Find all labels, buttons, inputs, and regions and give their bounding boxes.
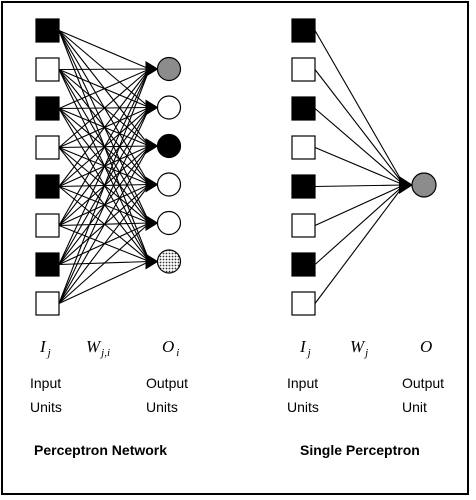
network-input-unit: [35, 18, 60, 43]
network-weight-edge: [58, 68, 150, 148]
single-input-unit: [291, 57, 316, 82]
network-weight-edge: [58, 222, 150, 304]
single-input-unit: [291, 291, 316, 316]
single-perceptron-graph: [291, 18, 437, 316]
network-arrowhead: [145, 138, 159, 154]
network-output-units: [145, 56, 182, 274]
single-weight-edge: [314, 30, 405, 186]
network-output-unit: [156, 210, 182, 236]
single-output-label-line2: Unit: [402, 399, 427, 415]
single-weight-edge: [314, 69, 405, 186]
single-weight-edge: [314, 146, 405, 186]
single-input-unit: [291, 252, 316, 277]
network-caption: Perceptron Network: [34, 442, 167, 458]
network-input-unit: [35, 96, 60, 121]
network-input-unit: [35, 213, 60, 238]
network-output-unit: [156, 249, 182, 274]
network-weight-edge: [58, 68, 150, 226]
network-weight-edge: [58, 68, 150, 71]
network-output-label-line1: Output: [146, 375, 188, 391]
network-output-label-line2: Units: [146, 399, 178, 415]
network-input-unit: [35, 174, 60, 199]
network-input-label-line2: Units: [30, 399, 62, 415]
single-output-label-line1: Output: [402, 375, 444, 391]
single-weight-edge: [314, 184, 405, 188]
network-weight-edge: [58, 68, 150, 265]
network-input-unit: [35, 291, 60, 316]
single-weight-edge: [314, 184, 405, 304]
network-weight-edge: [58, 261, 150, 304]
single-weight-symbol: Wj: [350, 337, 368, 359]
single-input-unit: [291, 213, 316, 238]
network-weight-edge: [58, 184, 150, 304]
single-input-unit: [291, 18, 316, 43]
network-arrowhead: [145, 253, 159, 270]
network-weight-edge: [58, 68, 150, 110]
network-arrowhead: [145, 215, 159, 231]
network-arrowhead: [145, 61, 159, 77]
single-input-unit: [291, 135, 316, 160]
network-weight-edge: [58, 29, 150, 70]
network-weight-edge: [58, 107, 150, 304]
single-weight-edge: [314, 108, 405, 186]
network-weight-edge: [58, 68, 151, 304]
network-input-unit: [35, 135, 60, 160]
network-arrowhead: [145, 176, 159, 193]
single-weight-edges: [314, 30, 405, 304]
single-input-unit: [291, 96, 316, 121]
network-output-unit: [156, 56, 182, 82]
network-output-unit: [156, 133, 182, 159]
single-input-label-line1: Input: [287, 375, 318, 391]
network-input-unit: [35, 252, 60, 277]
network-input-units: [35, 18, 60, 316]
diagram-frame: [1, 1, 469, 495]
network-input-label-line1: Input: [30, 375, 61, 391]
single-weight-edge: [314, 184, 405, 227]
single-output-symbol: O: [420, 337, 432, 356]
single-input-units: [291, 18, 316, 316]
network-arrowhead: [145, 99, 159, 116]
single-output-circle: [411, 172, 437, 198]
network-weight-symbol: Wj,i: [86, 337, 110, 359]
single-input-unit: [291, 174, 316, 199]
perceptron-network-graph: [35, 18, 182, 316]
network-output-unit: [156, 172, 182, 197]
single-output-unit: [399, 172, 437, 198]
single-input-label-line2: Units: [287, 399, 319, 415]
network-input-unit: [35, 57, 60, 82]
network-output-unit: [156, 95, 182, 120]
network-weight-edge: [58, 68, 150, 187]
single-caption: Single Perceptron: [300, 442, 420, 458]
single-weight-edge: [314, 184, 405, 265]
network-weight-edge: [58, 145, 150, 304]
network-weight-edges: [58, 29, 151, 304]
single-arrowhead: [399, 176, 413, 194]
